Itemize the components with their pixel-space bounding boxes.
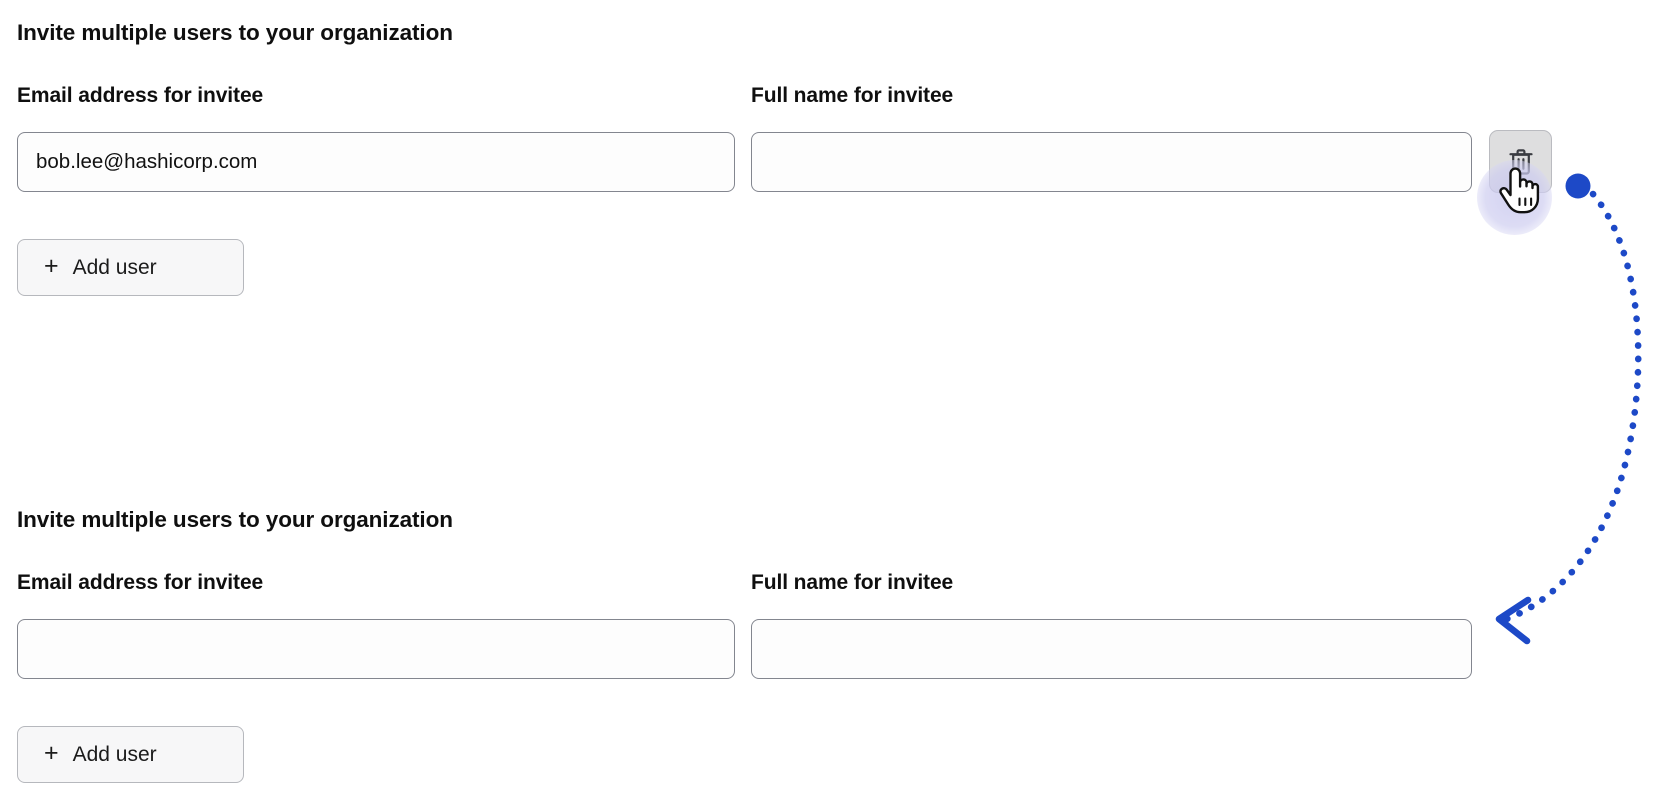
page-title: Invite multiple users to your organizati… [17,20,453,45]
add-user-button-label: Add user [72,255,157,279]
full-name-input-2[interactable] [751,619,1472,679]
email-field-label-2: Email address for invitee [17,571,264,594]
email-input-2[interactable] [17,619,735,679]
add-user-button[interactable]: + Add user [17,239,244,296]
email-field-label: Email address for invitee [17,84,264,107]
add-user-button-2[interactable]: + Add user [17,726,244,783]
plus-icon: + [44,252,59,280]
plus-icon: + [44,739,59,767]
delete-user-button[interactable] [1489,130,1552,193]
arrow-start-marker-dot [1565,173,1591,199]
full-name-input[interactable] [751,132,1472,192]
add-user-button-label-2: Add user [72,742,157,766]
page-title-2: Invite multiple users to your organizati… [17,507,453,532]
full-name-field-label-2: Full name for invitee [751,571,954,594]
full-name-field-label: Full name for invitee [751,84,954,107]
email-input[interactable] [17,132,735,192]
trash-icon [1508,148,1534,176]
